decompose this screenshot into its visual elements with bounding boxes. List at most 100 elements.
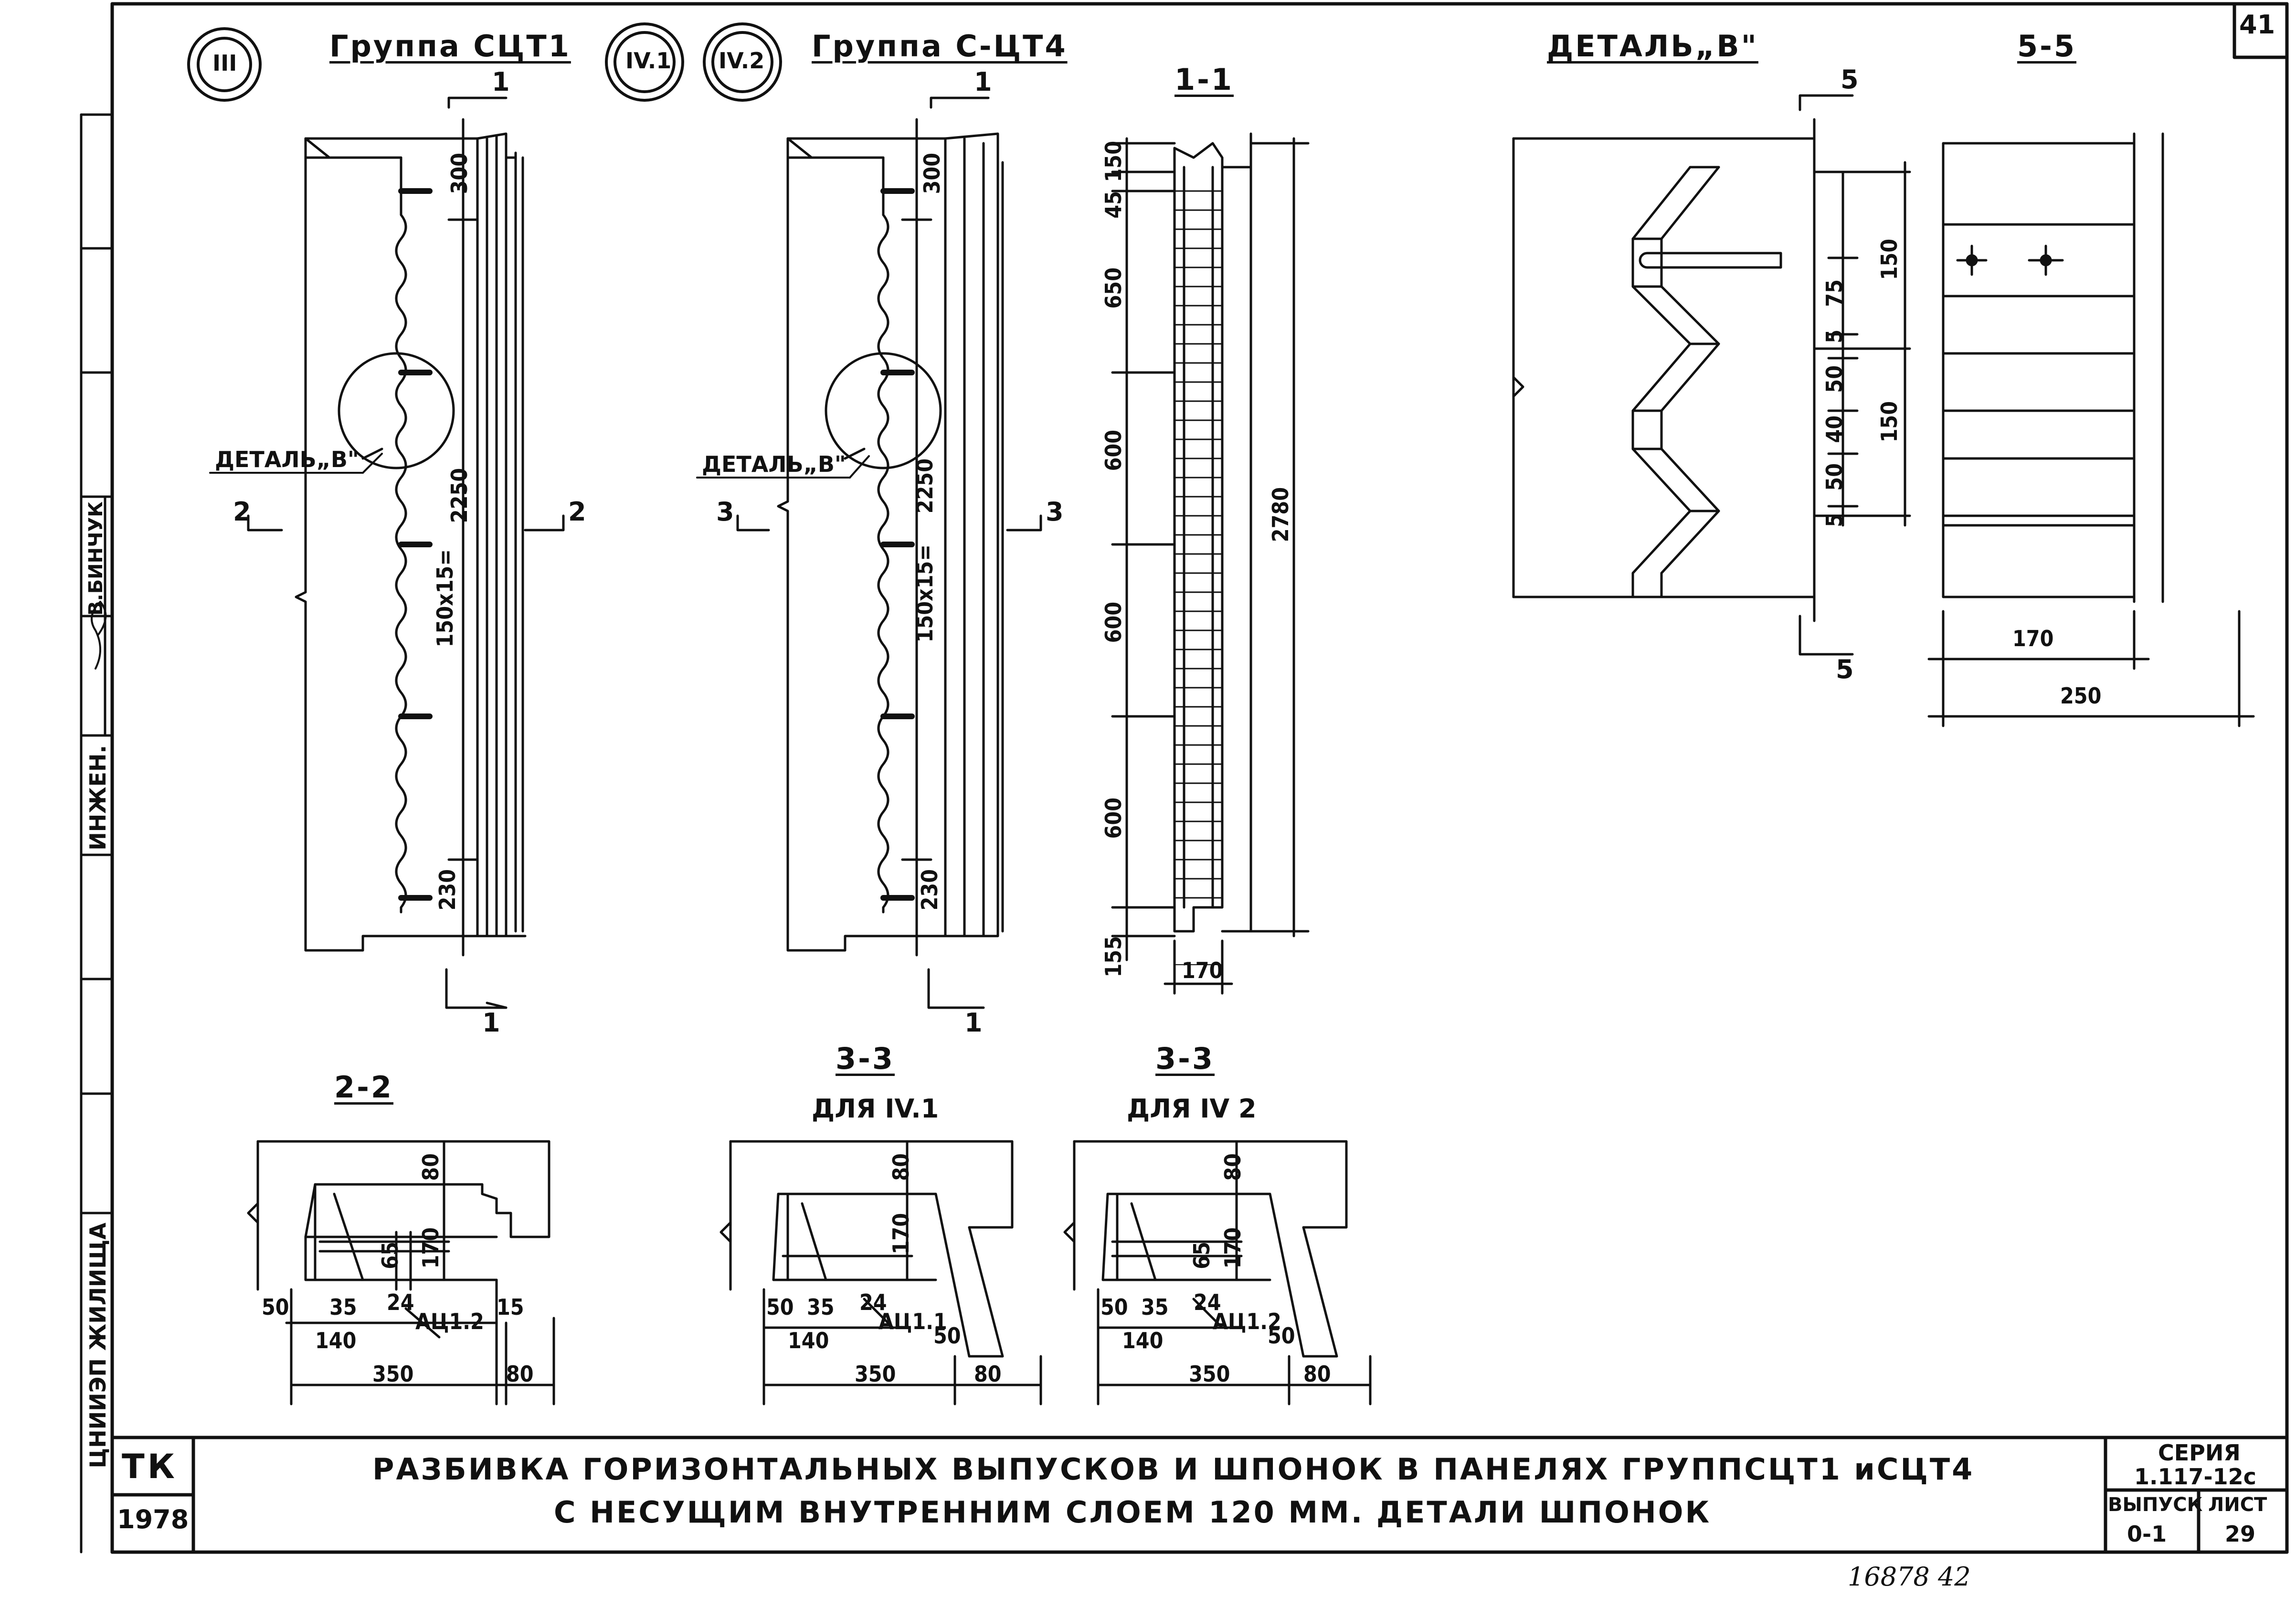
group-ctt1-title: Группа СЦТ1 bbox=[329, 29, 571, 64]
detail-b-dim-50a: 50 bbox=[1821, 365, 1847, 393]
section-3-3b-subtitle: ДЛЯ IV 2 bbox=[1127, 1094, 1257, 1124]
handwritten-note: 16878 42 bbox=[1848, 1562, 1971, 1592]
issue-label: ВЫПУСК bbox=[2108, 1494, 2203, 1516]
view-marker-iv2: IV.2 bbox=[719, 48, 765, 74]
s33b-dim-140: 140 bbox=[1122, 1328, 1164, 1353]
s33b-dim-65: 65 bbox=[1189, 1242, 1215, 1269]
s33a-dim-24: 24 bbox=[859, 1289, 887, 1315]
s11-dim-150: 150 bbox=[1100, 141, 1126, 182]
group-ctt4-title: Группа С-ЦТ4 bbox=[812, 29, 1068, 64]
ctt4-cut-top: 1 bbox=[974, 67, 992, 97]
view-marker-circles bbox=[187, 22, 782, 102]
s22-dim-35: 35 bbox=[329, 1294, 357, 1320]
s33a-dim-80bottom: 80 bbox=[974, 1361, 1002, 1387]
section-3-3a-subtitle: ДЛЯ IV.1 bbox=[812, 1094, 939, 1124]
signature-mark bbox=[91, 601, 107, 670]
s33b-dim-80top: 80 bbox=[1220, 1153, 1246, 1181]
detail-leaders bbox=[209, 453, 870, 479]
s22-dim-170: 170 bbox=[418, 1227, 444, 1269]
s33b-dim-80bottom: 80 bbox=[1303, 1361, 1331, 1387]
detail-b-dim-150b: 150 bbox=[1876, 401, 1902, 443]
section-1-1-drawing bbox=[1111, 132, 1310, 995]
s11-dim-650: 650 bbox=[1100, 267, 1126, 309]
s33b-dim-170: 170 bbox=[1220, 1227, 1246, 1269]
s33a-dim-350: 350 bbox=[855, 1361, 896, 1387]
sheet-number: 41 bbox=[2239, 10, 2275, 40]
s55-dim-170: 170 bbox=[2012, 626, 2054, 651]
ctt4-detail-callout: ДЕТАЛЬ„В" bbox=[702, 451, 846, 477]
s33b-dim-24: 24 bbox=[1194, 1289, 1221, 1315]
ctt4-dim-middle: 2250 bbox=[912, 458, 938, 514]
drawing-title-line1: РАЗБИВКА ГОРИЗОНТАЛЬНЫХ ВЫПУСКОВ И ШПОНО… bbox=[372, 1452, 1975, 1487]
panel-elevation-ctt1 bbox=[247, 96, 565, 1009]
section-2-2-drawing bbox=[247, 1140, 555, 1405]
detail-b-dim-75: 75 bbox=[1821, 279, 1847, 307]
section-2-2-title: 2-2 bbox=[334, 1070, 394, 1105]
s33a-dim-80top: 80 bbox=[888, 1153, 914, 1181]
sheet-value: 29 bbox=[2225, 1521, 2256, 1547]
detail-b-drawing bbox=[1512, 94, 1911, 656]
s33a-dim-50: 50 bbox=[766, 1294, 794, 1320]
sheet-label: ЛИСТ bbox=[2208, 1494, 2267, 1516]
s22-mark: АЦ1.2 bbox=[415, 1309, 484, 1334]
series-label: СЕРИЯ bbox=[2158, 1440, 2241, 1466]
org-code: ТК bbox=[122, 1447, 178, 1486]
detail-b-cut-top: 5 bbox=[1841, 64, 1859, 95]
s33a-dim-35: 35 bbox=[807, 1294, 835, 1320]
s33a-mark: АЦ1.1 bbox=[878, 1309, 947, 1334]
section-3-3b-drawing bbox=[1063, 1140, 1372, 1405]
s33a-dim-170: 170 bbox=[888, 1213, 914, 1255]
s33b-dim-50r: 50 bbox=[1268, 1323, 1295, 1349]
s11-dim-600c: 600 bbox=[1100, 798, 1126, 839]
ctt1-cut-left: 2 bbox=[233, 497, 251, 527]
ctt1-dim-middle: 2250 bbox=[446, 468, 472, 523]
s11-dim-600a: 600 bbox=[1100, 430, 1126, 471]
section-1-1-title: 1-1 bbox=[1174, 62, 1234, 97]
stamp-name: В.БИНЧУК bbox=[85, 501, 107, 616]
side-stamp-frame bbox=[80, 113, 114, 1554]
s33b-dim-50: 50 bbox=[1100, 1294, 1128, 1320]
s22-dim-350: 350 bbox=[372, 1361, 414, 1387]
ctt1-cut-bottom: 1 bbox=[482, 1008, 500, 1038]
detail-b-dim-5a: 5 bbox=[1821, 330, 1847, 343]
ctt1-cut-right: 2 bbox=[568, 497, 586, 527]
s11-dim-600b: 600 bbox=[1100, 602, 1126, 643]
ctt1-cut-top: 1 bbox=[492, 67, 510, 97]
ctt4-cut-left: 3 bbox=[716, 497, 734, 527]
ctt4-dim-bottom: 230 bbox=[917, 869, 942, 911]
ctt1-dim-bottom: 230 bbox=[434, 869, 460, 911]
panel-elevation-ctt4 bbox=[736, 96, 1042, 1009]
s33b-dim-350: 350 bbox=[1189, 1361, 1230, 1387]
stamp-role: ИНЖЕН. bbox=[85, 745, 111, 851]
s11-dim-width: 170 bbox=[1182, 958, 1223, 983]
ctt4-cut-right: 3 bbox=[1046, 497, 1064, 527]
ctt4-cut-bottom: 1 bbox=[964, 1008, 983, 1038]
drawing-year: 1978 bbox=[117, 1504, 189, 1534]
s55-dim-250: 250 bbox=[2060, 683, 2102, 709]
s22-dim-50: 50 bbox=[262, 1294, 289, 1320]
s22-dim-65: 65 bbox=[377, 1242, 403, 1269]
s11-dim-155: 155 bbox=[1100, 936, 1126, 978]
detail-b-dim-50b: 50 bbox=[1821, 463, 1847, 491]
issue-value: 0-1 bbox=[2127, 1521, 2167, 1547]
stamp-org: ЦНИИЭП ЖИЛИЩА bbox=[85, 1223, 111, 1469]
drawing-title-line2: С НЕСУЩИМ ВНУТРЕННИМ СЛОЕМ 120 ММ. ДЕТАЛ… bbox=[554, 1495, 1712, 1530]
s33a-dim-140: 140 bbox=[788, 1328, 829, 1353]
view-marker-iv1: IV.1 bbox=[625, 48, 672, 74]
series-value: 1.117-12с bbox=[2134, 1464, 2256, 1490]
section-3-3a-title: 3-3 bbox=[836, 1041, 895, 1076]
detail-b-dim-5b: 5 bbox=[1821, 513, 1847, 527]
ctt4-dim-top: 300 bbox=[919, 153, 945, 194]
ctt1-dim-pitch: 150x15= bbox=[432, 549, 458, 648]
section-5-5-drawing bbox=[1927, 132, 2255, 727]
s33b-dim-35: 35 bbox=[1141, 1294, 1169, 1320]
s22-dim-24: 24 bbox=[387, 1289, 414, 1315]
s33b-mark: АЦ1.2 bbox=[1213, 1309, 1281, 1334]
section-5-5-title: 5-5 bbox=[2017, 29, 2077, 64]
section-3-3b-title: 3-3 bbox=[1155, 1041, 1215, 1076]
ctt1-detail-callout: ДЕТАЛЬ„В" bbox=[215, 447, 359, 472]
s33a-dim-50r: 50 bbox=[933, 1323, 961, 1349]
section-3-3a-drawing bbox=[719, 1140, 1042, 1405]
detail-b-title: ДЕТАЛЬ„В" bbox=[1547, 29, 1758, 64]
